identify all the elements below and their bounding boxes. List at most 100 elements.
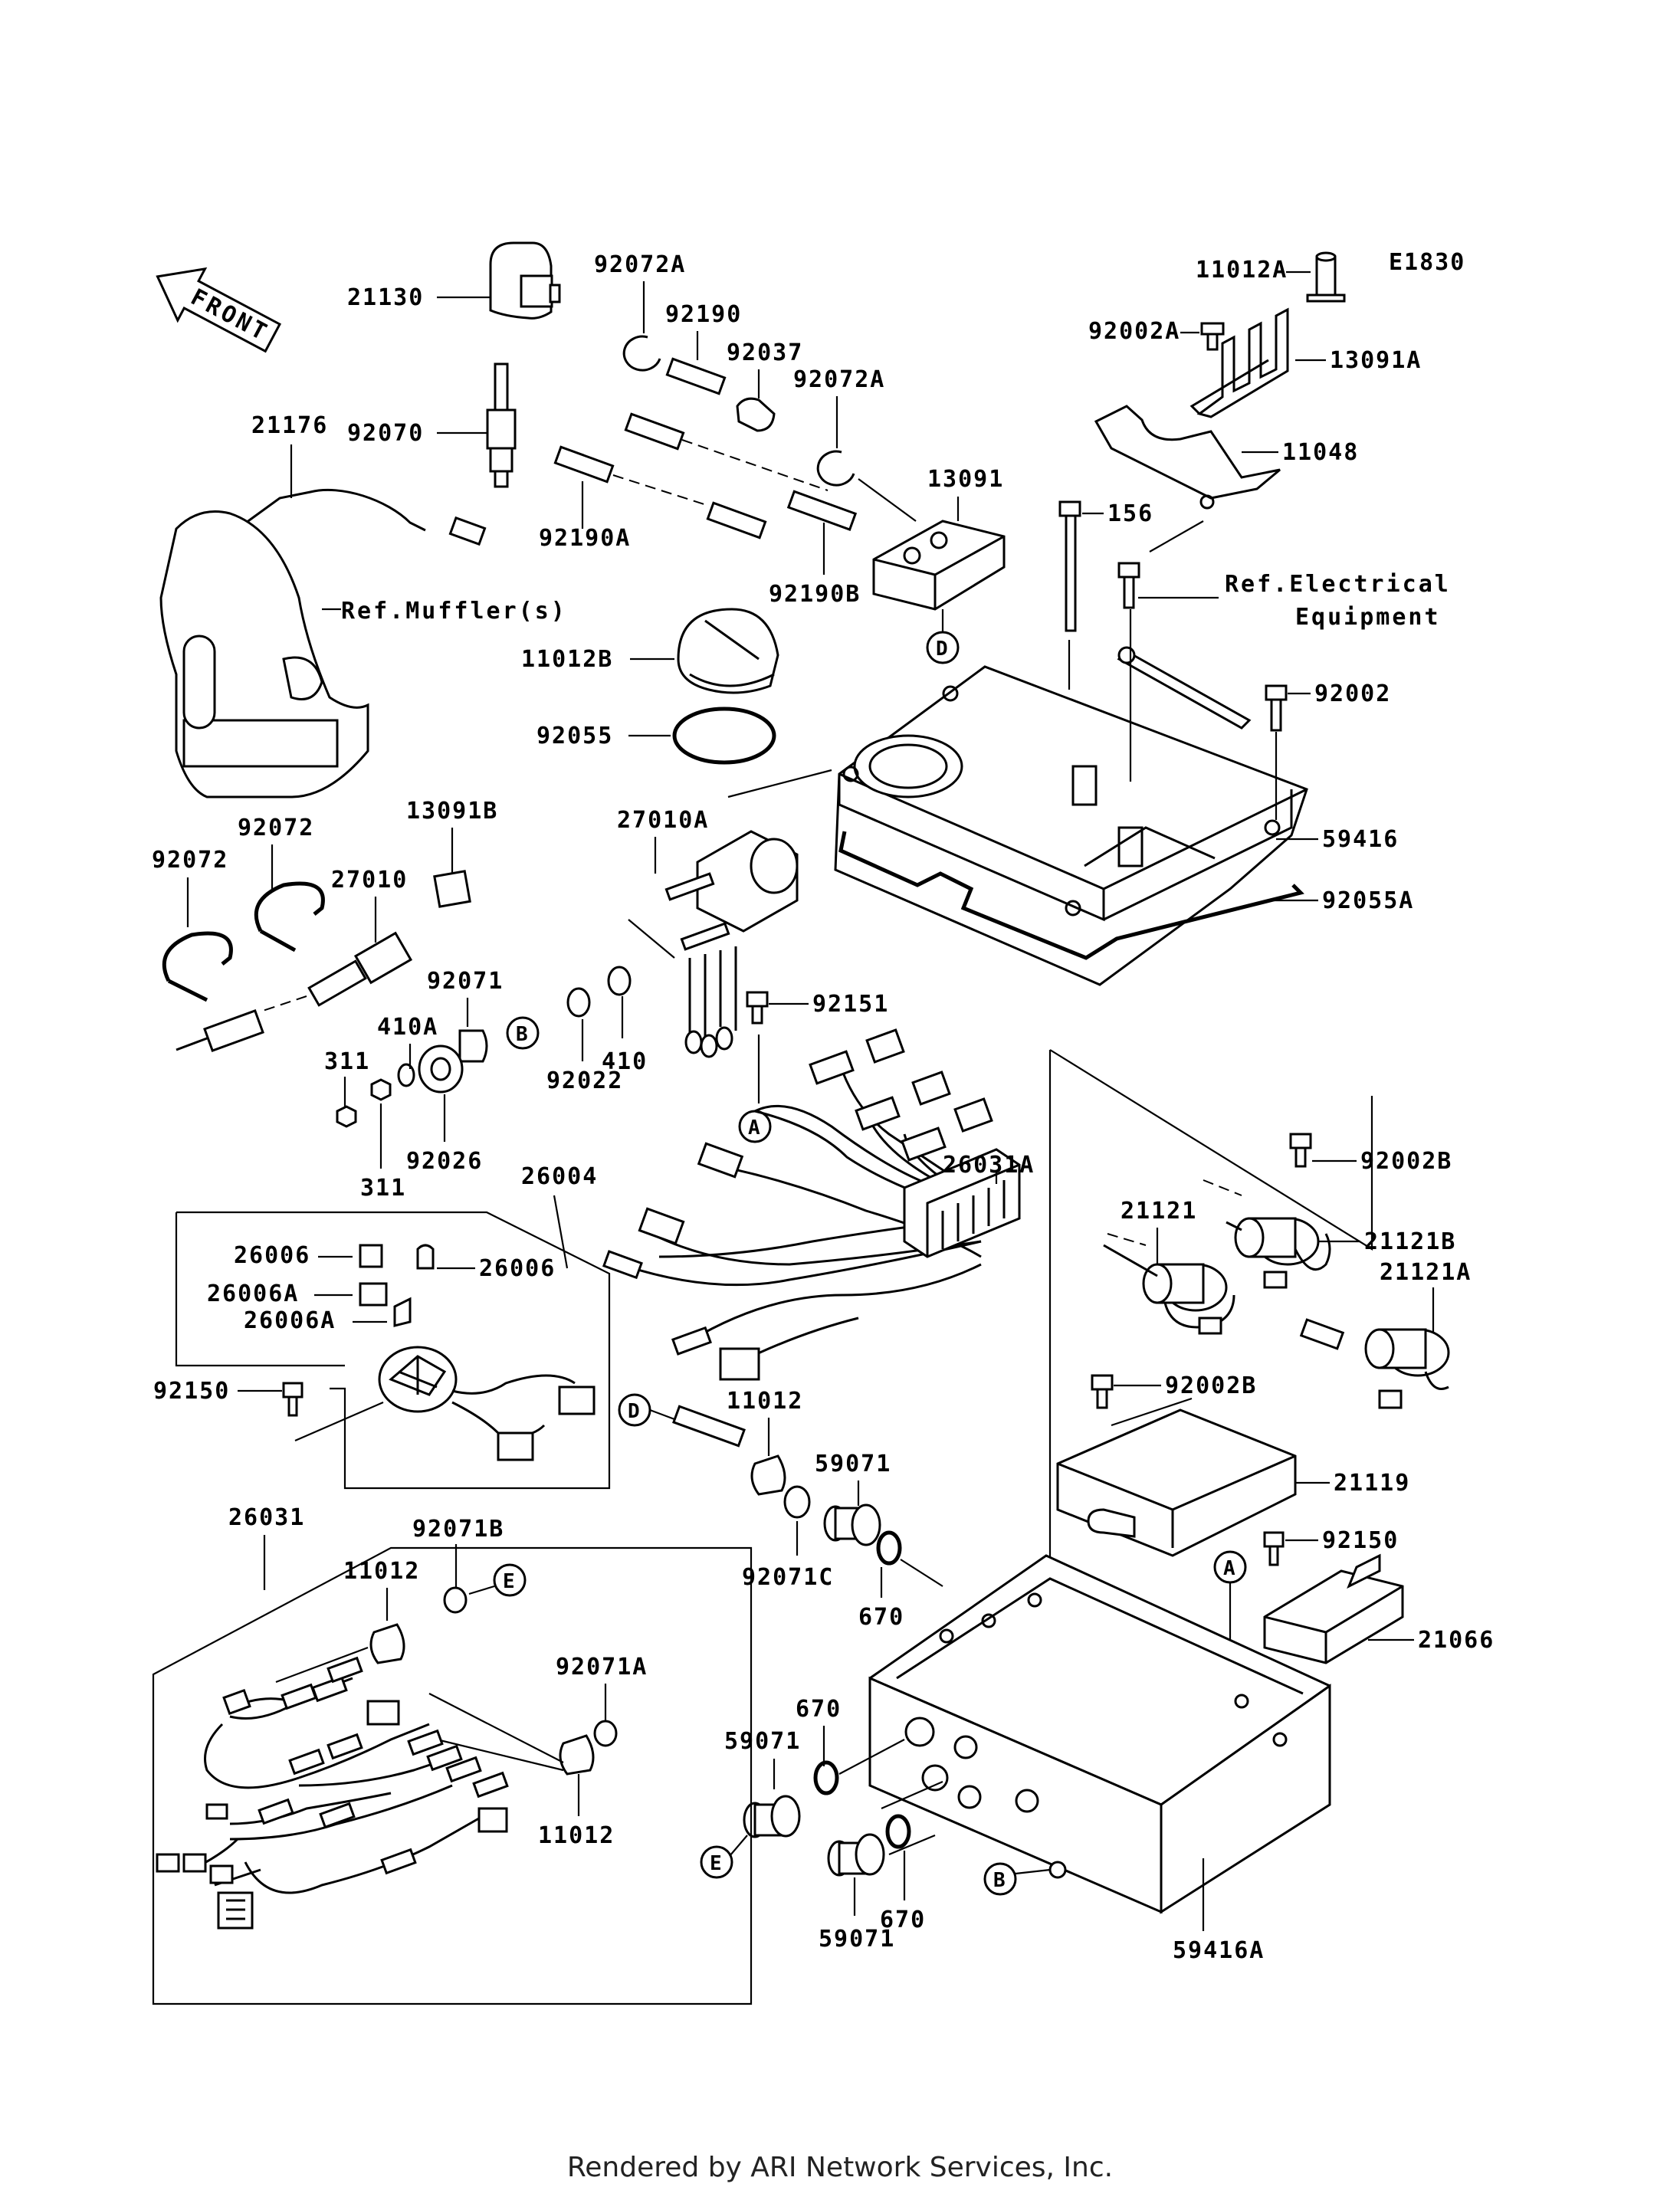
fitting-59071-3 — [827, 1833, 885, 1877]
tube-11012A — [1306, 251, 1346, 303]
label-92190B: 92190B — [769, 581, 861, 608]
fitting-59071-2 — [743, 1795, 801, 1838]
label-92071B: 92071B — [412, 1516, 504, 1543]
cap-11012B — [677, 608, 779, 694]
label-92150-1: 92150 — [153, 1378, 230, 1405]
label-59071-2: 59071 — [724, 1728, 801, 1755]
bolt-92002 — [1265, 684, 1288, 732]
label-92002B-1: 92002B — [1360, 1148, 1452, 1175]
label-59071-1: 59071 — [815, 1451, 891, 1477]
label-26006A-1: 26006A — [207, 1280, 299, 1307]
harness-26031 — [156, 1656, 509, 1930]
label-92055A: 92055A — [1322, 887, 1414, 914]
svg-text:B: B — [993, 1869, 1006, 1892]
label-92055: 92055 — [536, 723, 613, 749]
box-26031 — [152, 1546, 753, 2005]
strap-92072-1 — [162, 931, 233, 982]
label-27010A: 27010A — [617, 807, 709, 834]
washer-410A — [397, 1063, 415, 1087]
strap-92072-2 — [254, 881, 325, 933]
nut-92026 — [418, 1044, 464, 1094]
diagram-code: E1830 — [1389, 249, 1465, 276]
screw-92150-1 — [282, 1382, 304, 1417]
label-59416A: 59416A — [1173, 1937, 1265, 1964]
grommet-11012-2 — [369, 1623, 405, 1664]
label-13091B: 13091B — [406, 798, 498, 825]
washer-410 — [607, 966, 632, 996]
nut-311-1 — [336, 1105, 357, 1128]
label-92072A-2: 92072A — [793, 366, 885, 393]
label-11012-1: 11012 — [727, 1388, 803, 1415]
label-11012-2: 11012 — [343, 1558, 420, 1585]
callout-D-1 — [926, 631, 960, 664]
regulator-21066 — [1263, 1553, 1404, 1664]
label-92071C: 92071C — [742, 1564, 834, 1591]
front-arrow-icon: FRONT — [156, 267, 282, 353]
fuse-26006-1 — [359, 1244, 383, 1268]
fitting-59071-1 — [823, 1503, 881, 1546]
label-92072A-1: 92072A — [594, 251, 686, 278]
label-11012B: 11012B — [521, 646, 613, 673]
bolt-ref-electrical — [1117, 562, 1140, 609]
label-26006-2: 26006 — [479, 1255, 556, 1282]
label-59071-3: 59071 — [819, 1926, 895, 1953]
clip-92072A-1 — [622, 335, 661, 372]
label-92151: 92151 — [812, 991, 889, 1018]
label-21130: 21130 — [347, 284, 424, 311]
bolt-92002B-2 — [1091, 1374, 1114, 1409]
case-59416A — [868, 1554, 1331, 1914]
svg-text:A: A — [748, 1117, 760, 1139]
callout-E-2 — [493, 1563, 527, 1597]
gasket-92055A — [838, 831, 1304, 960]
callout-B-2 — [983, 1862, 1017, 1896]
label-670-2: 670 — [796, 1696, 842, 1723]
ref-muffler: Ref.Muffler(s) — [341, 598, 567, 625]
sensor-27010 — [176, 931, 413, 1052]
solenoid-27010A — [664, 830, 799, 1058]
bolt-92002B-1 — [1289, 1133, 1312, 1168]
label-21121B: 21121B — [1364, 1228, 1456, 1255]
label-311-1: 311 — [324, 1048, 370, 1075]
bolt-156 — [1058, 500, 1081, 632]
block-13091B — [433, 870, 471, 908]
hose-d — [672, 1405, 746, 1448]
svg-text:E: E — [710, 1852, 722, 1875]
label-26006-1: 26006 — [234, 1242, 310, 1269]
grommet-11012-1 — [750, 1454, 786, 1496]
o-ring-670-2 — [813, 1760, 839, 1795]
label-13091A: 13091A — [1330, 347, 1422, 374]
o-ring-670-3 — [885, 1814, 911, 1849]
label-92037: 92037 — [727, 339, 803, 366]
label-92070: 92070 — [347, 420, 424, 447]
label-670-3: 670 — [880, 1907, 926, 1933]
plate-11048 — [1094, 405, 1281, 510]
strap — [1117, 650, 1252, 730]
grommet-92071A — [593, 1720, 618, 1747]
hose-upper — [624, 412, 685, 451]
ref-electrical-2: Equipment — [1295, 604, 1441, 631]
label-92002: 92002 — [1314, 680, 1391, 707]
coil-21121 — [1103, 1244, 1235, 1335]
box-26004 — [176, 1211, 611, 1490]
footer-credit: Rendered by ARI Network Services, Inc. — [566, 2152, 1114, 2183]
hose-92190B — [786, 490, 858, 531]
label-13091: 13091 — [927, 466, 1004, 493]
label-92071A: 92071A — [556, 1654, 648, 1681]
harness-26031A — [602, 1028, 1021, 1381]
label-11048: 11048 — [1282, 439, 1359, 466]
svg-text:A: A — [1223, 1557, 1235, 1580]
ref-electrical-1: Ref.Electrical — [1225, 571, 1451, 598]
svg-text:D: D — [936, 638, 948, 661]
fuse-26006A-2 — [393, 1297, 412, 1327]
washer-92022 — [566, 987, 591, 1018]
label-410: 410 — [602, 1048, 648, 1075]
hose-92190A — [553, 445, 615, 484]
label-21176: 21176 — [251, 412, 328, 439]
coil-21121B — [1226, 1217, 1331, 1289]
nut-311-2 — [370, 1078, 392, 1101]
label-92072-1: 92072 — [152, 847, 228, 874]
label-26006A-2: 26006A — [244, 1307, 336, 1334]
label-92190: 92190 — [665, 301, 742, 328]
label-92071: 92071 — [427, 968, 504, 995]
svg-text:E: E — [503, 1570, 515, 1593]
